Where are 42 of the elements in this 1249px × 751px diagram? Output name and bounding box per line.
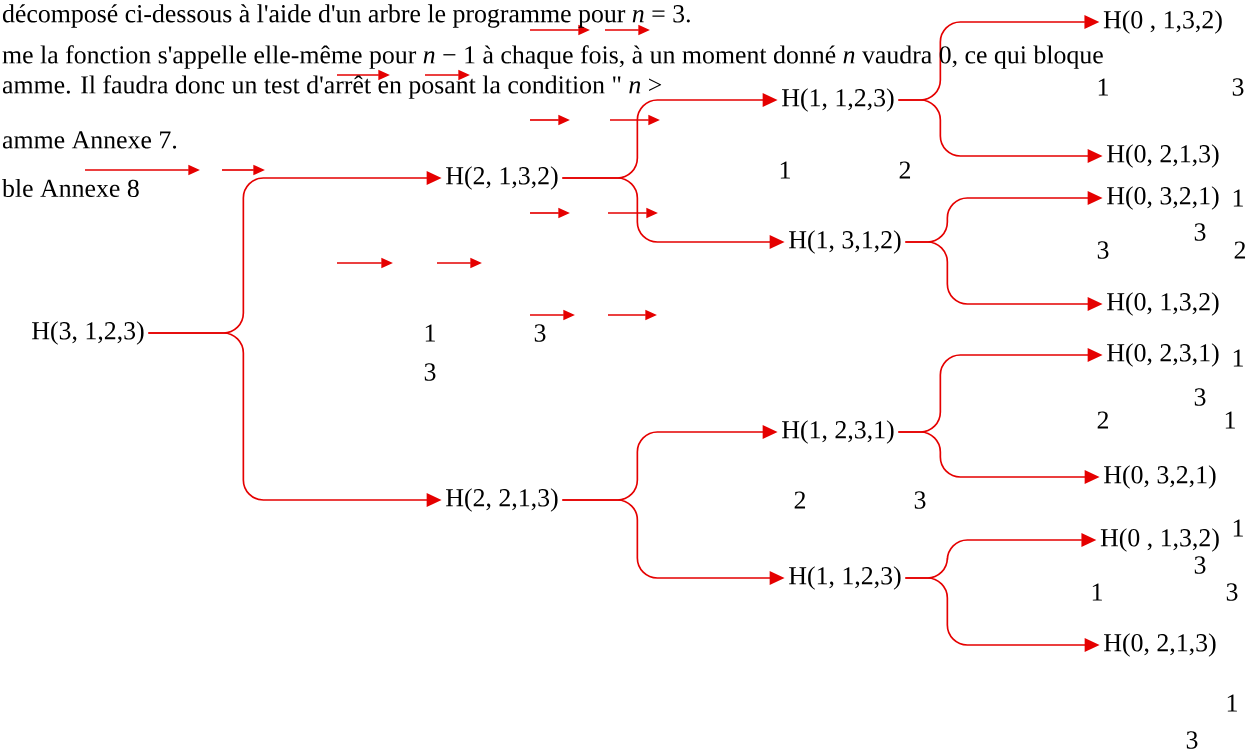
text-label: 3 (1194, 388, 1206, 406)
node-label: H(2, 1,3,2) (446, 166, 558, 190)
text-label: 3 (1097, 241, 1109, 259)
node-label: H(0, 2,1,3) (1107, 144, 1219, 168)
node-label: H(0, 1,3,2) (1107, 292, 1219, 316)
node-label: H(0, 2,1,3) (1104, 633, 1216, 657)
text-label: décomposé ci-dessous à l'aide d'un arbre le programme pour n = 3. (2, 4, 690, 28)
node-label: H(0, 3,2,1) (1104, 465, 1216, 489)
text-label: 3 (914, 491, 926, 509)
text-label: 1 (1233, 349, 1243, 367)
text-label: 1 (1098, 78, 1108, 96)
text-label: 2 (1097, 411, 1108, 429)
text-label: 2 (794, 491, 805, 509)
node-label: H(3, 1,2,3) (32, 321, 144, 345)
node-label: H(0 , 1,3,2) (1103, 10, 1222, 34)
text-label: 3 (424, 363, 436, 381)
node-label: H(1, 1,2,3) (789, 566, 901, 590)
text-label: 3 (1194, 556, 1206, 574)
text-label: 1 (1225, 411, 1235, 429)
node-label: H(0 , 1,3,2) (1100, 528, 1219, 552)
node-label: H(0, 2,3,1) (1107, 343, 1219, 367)
text-label: amme. Il faudra donc un test d'arrêt en posant la condition " n > (2, 75, 662, 99)
text-label: 1 (425, 324, 435, 342)
text-label: 1 (1233, 519, 1243, 537)
text-label: amme Annexe 7. (2, 131, 177, 149)
text-label: 2 (1234, 241, 1245, 259)
text-label: 1 (1227, 694, 1237, 712)
node-label: H(1, 3,1,2) (789, 230, 901, 254)
text-label: ble Annexe 8 (2, 178, 139, 198)
node-label: H(1, 1,2,3) (782, 88, 894, 112)
text-label: 1 (1233, 189, 1243, 207)
node-label: H(2, 2,1,3) (446, 488, 558, 512)
text-label: 3 (1186, 731, 1198, 749)
text-label: 3 (1232, 78, 1244, 96)
text-label: 3 (1194, 223, 1206, 241)
text-label: 2 (899, 161, 910, 179)
text-label: 3 (534, 324, 546, 342)
text-label: 1 (780, 161, 790, 179)
node-label: H(0, 3,2,1) (1107, 186, 1219, 210)
text-label: 3 (1226, 583, 1238, 601)
text-label: 1 (1092, 583, 1102, 601)
node-label: H(1, 2,3,1) (782, 420, 894, 444)
